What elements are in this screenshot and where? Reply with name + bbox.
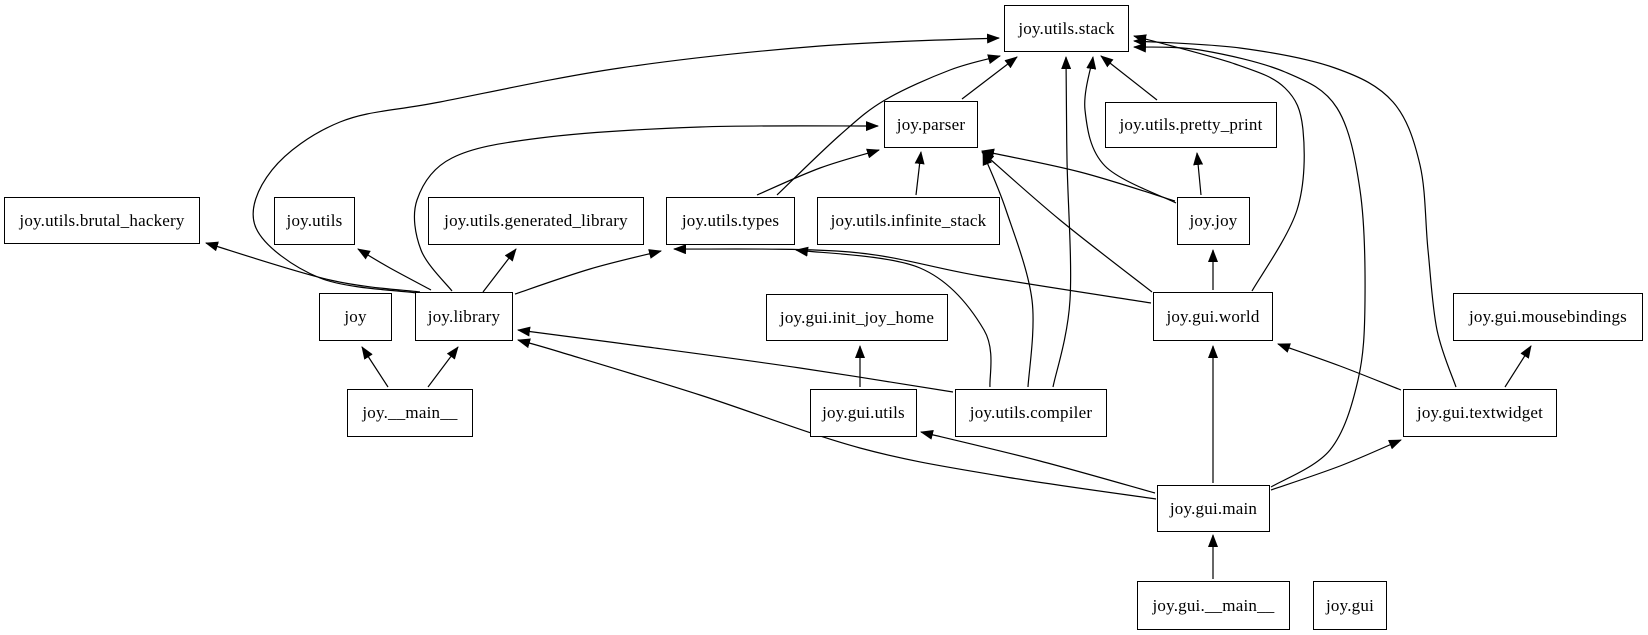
edge-joy-utils-compiler-to-joy-parser xyxy=(982,152,1034,388)
graph-node-joy-utils-generated-library: joy.utils.generated_library xyxy=(428,197,644,245)
edge-joy-library-to-joy-parser xyxy=(413,121,879,292)
graph-node-joy-gui-world: joy.gui.world xyxy=(1153,292,1273,341)
edge-joy-utils-types-to-joy-utils-stack xyxy=(776,54,1001,196)
graph-node-label: joy.gui.main xyxy=(1169,498,1258,518)
graph-node-joy: joy xyxy=(319,293,392,341)
graph-node-label: joy.parser xyxy=(896,114,966,134)
graph-node-joy-utils-compiler: joy.utils.compiler xyxy=(955,389,1107,437)
edge-joy-library-to-joy-utils xyxy=(357,248,432,291)
graph-node-joy-utils-pretty-print: joy.utils.pretty_print xyxy=(1105,102,1277,148)
edge-joy-utils-infinite-stack-to-joy-parser xyxy=(914,151,925,196)
graph-node-label: joy.gui.textwidget xyxy=(1416,403,1544,422)
graph-node-joy-gui-textwidget: joy.gui.textwidget xyxy=(1403,389,1557,437)
graph-node-joy-gui-main: joy.gui.main xyxy=(1157,485,1270,532)
edge-joy-library-to-joy-utils-brutal-hackery xyxy=(205,241,421,293)
edge-joy-library-to-joy-utils-generated-library xyxy=(482,248,517,293)
graph-node-label: joy.utils.pretty_print xyxy=(1119,115,1263,134)
graph-node-label: joy.gui.init_joy_home xyxy=(779,307,935,327)
edge-joy-gui-world-to-joy-utils-types xyxy=(673,244,1152,304)
graph-node-joy-gui-utils: joy.gui.utils xyxy=(810,389,917,437)
graph-node-label: joy.joy xyxy=(1189,211,1238,230)
graph-node-label: joy.utils.brutal_hackery xyxy=(19,210,185,230)
edge-joy-gui-world-to-joy-parser xyxy=(981,151,1153,293)
edge-joy-library-to-joy-utils-types xyxy=(514,249,662,295)
graph-node-label: joy.utils.types xyxy=(681,211,780,230)
graph-node-joy-parser: joy.parser xyxy=(884,101,978,148)
graph-node-joy-gui-init-joy-home: joy.gui.init_joy_home xyxy=(766,294,948,341)
graph-node-label: joy xyxy=(344,307,367,326)
edge-joy-joy-to-joy-parser xyxy=(981,148,1176,202)
graph-node-label: joy.utils.stack xyxy=(1018,18,1115,38)
edge-joy-gui-main-to-joy-library xyxy=(517,338,1157,500)
graph-node-label: joy.__main__ xyxy=(362,403,458,422)
edge-joy-parser-to-joy-utils-stack xyxy=(961,56,1018,100)
edge-joy-library-to-joy-utils-stack xyxy=(252,33,1000,294)
graph-node-joy-gui: joy.gui xyxy=(1313,581,1387,630)
edge-joy-dunder-main-to-joy xyxy=(361,346,389,388)
graph-node-label: joy.gui.__main__ xyxy=(1152,595,1275,615)
edge-joy-utils-compiler-to-joy-library xyxy=(517,326,954,393)
edge-joy-gui-main-to-joy-gui-utils xyxy=(920,429,1156,494)
graph-node-label: joy.gui.world xyxy=(1166,306,1260,326)
edge-joy-gui-world-to-joy-utils-stack xyxy=(1133,34,1305,292)
edge-joy-utils-compiler-to-joy-utils-stack xyxy=(1052,56,1072,388)
edge-joy-gui-textwidget-to-joy-gui-world xyxy=(1277,343,1402,391)
graph-node-joy-utils-brutal-hackery: joy.utils.brutal_hackery xyxy=(4,197,200,244)
graph-node-joy-dunder-main: joy.__main__ xyxy=(347,389,473,437)
edge-joy-utils-pretty-print-to-joy-utils-stack xyxy=(1100,55,1158,101)
edge-joy-utils-types-to-joy-parser xyxy=(756,148,880,196)
edge-joy-utils-compiler-to-joy-utils-types xyxy=(795,246,992,388)
edge-joy-gui-main-to-joy-gui-textwidget xyxy=(1270,439,1402,491)
edge-joy-gui-textwidget-to-joy-gui-mousebindings xyxy=(1504,345,1532,388)
graph-node-label: joy.utils.infinite_stack xyxy=(830,211,987,230)
graph-node-label: joy.utils.compiler xyxy=(969,403,1093,422)
graph-node-joy-joy: joy.joy xyxy=(1177,197,1250,245)
graph-node-joy-utils-infinite-stack: joy.utils.infinite_stack xyxy=(817,197,1000,245)
edge-joy-dunder-main-to-joy-library xyxy=(427,346,459,388)
graph-node-joy-utils-stack: joy.utils.stack xyxy=(1004,5,1129,52)
graph-node-joy-gui-mousebindings: joy.gui.mousebindings xyxy=(1453,293,1643,341)
graph-node-joy-utils-types: joy.utils.types xyxy=(666,197,795,245)
graph-node-label: joy.library xyxy=(427,306,501,326)
edge-joy-gui-main-to-joy-utils-stack xyxy=(1133,42,1366,488)
graph-node-label: joy.gui.utils xyxy=(822,403,905,422)
edge-joy-gui-textwidget-to-joy-utils-stack xyxy=(1133,36,1457,388)
edge-joy-joy-to-joy-utils-stack xyxy=(1084,56,1177,204)
graph-node-label: joy.gui.mousebindings xyxy=(1469,307,1627,326)
edge-joy-joy-to-joy-utils-pretty-print xyxy=(1193,152,1204,196)
graph-node-label: joy.utils.generated_library xyxy=(444,211,628,230)
graph-node-joy-library: joy.library xyxy=(415,292,513,341)
graph-node-label: joy.gui xyxy=(1326,595,1374,615)
graph-node-joy-gui-dunder-main: joy.gui.__main__ xyxy=(1137,581,1290,630)
graph-node-label: joy.utils xyxy=(286,211,343,230)
graph-node-joy-utils: joy.utils xyxy=(274,197,355,245)
